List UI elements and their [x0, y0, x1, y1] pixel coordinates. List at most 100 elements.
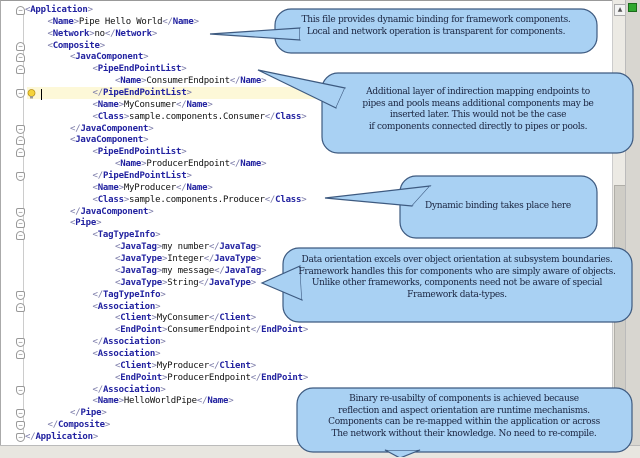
- fold-collapse-icon[interactable]: −: [16, 53, 25, 63]
- code-line[interactable]: <Name>HelloWorldPipe</Name>: [93, 395, 234, 407]
- xml-bracket: >: [148, 206, 154, 217]
- xml-tag-name: Composite: [52, 40, 100, 51]
- code-line[interactable]: <JavaTag>my message</JavaTag>: [115, 265, 267, 277]
- xml-bracket: </: [264, 111, 276, 122]
- code-line[interactable]: </Application>: [25, 431, 98, 443]
- fold-collapse-icon[interactable]: −: [16, 302, 25, 312]
- xml-bracket: <: [92, 348, 98, 359]
- code-line[interactable]: <Class>sample.components.Producer</Class…: [93, 194, 307, 206]
- xml-tag-name: Name: [120, 159, 142, 170]
- xml-bracket: <: [115, 313, 121, 324]
- xml-tag-name: EndPoint: [261, 372, 303, 383]
- code-line[interactable]: <JavaTag>my number</JavaTag>: [115, 241, 261, 253]
- code-line[interactable]: <Application>: [25, 4, 93, 16]
- code-line[interactable]: </Pipe>: [70, 407, 107, 419]
- code-line[interactable]: </Association>: [93, 384, 166, 396]
- code-line[interactable]: <JavaType>Integer</JavaType>: [115, 253, 261, 265]
- code-line[interactable]: <Composite>: [48, 40, 106, 52]
- fold-collapse-icon[interactable]: −: [16, 41, 25, 51]
- fold-collapse-icon[interactable]: −: [16, 148, 25, 158]
- code-line[interactable]: <Client>MyProducer</Client>: [115, 360, 256, 372]
- xml-tag-name: Association: [102, 384, 161, 395]
- code-line[interactable]: <Association>: [93, 348, 161, 360]
- xml-bracket: <: [92, 111, 98, 122]
- code-line[interactable]: </Association>: [93, 336, 166, 348]
- code-line[interactable]: </JavaComponent>: [70, 123, 154, 135]
- xml-bracket: </: [208, 242, 220, 253]
- xml-bracket: >: [101, 408, 107, 419]
- fold-collapse-icon[interactable]: −: [16, 65, 25, 75]
- fold-collapse-icon[interactable]: −: [16, 231, 25, 241]
- code-line[interactable]: <PipeEndPointList>: [93, 63, 187, 75]
- fold-end-icon[interactable]: −: [16, 124, 25, 134]
- xml-bracket: >: [161, 325, 168, 336]
- callout-bubble: [260, 247, 633, 323]
- fold-end-icon[interactable]: −: [16, 89, 25, 99]
- fold-end-icon[interactable]: −: [16, 421, 25, 431]
- xml-bracket: >: [141, 159, 147, 170]
- code-line[interactable]: <PipeEndPointList>: [93, 146, 187, 158]
- xml-bracket: <: [115, 242, 121, 253]
- fold-end-icon[interactable]: −: [16, 338, 25, 348]
- callout-text: Binary re-usabilty of components is achi…: [328, 394, 600, 440]
- xml-bracket: >: [255, 254, 262, 265]
- callout-line: Binary re-usabilty of components is achi…: [349, 394, 579, 404]
- xml-bracket: >: [250, 313, 256, 324]
- xml-bracket: >: [89, 28, 95, 39]
- xml-text-value: MyProducer: [123, 182, 176, 193]
- fold-collapse-icon[interactable]: −: [16, 349, 25, 359]
- code-line[interactable]: <Class>sample.components.Consumer</Class…: [93, 111, 307, 123]
- xml-tag-name: Name: [240, 159, 262, 170]
- xml-bracket: <: [115, 265, 121, 276]
- xml-bracket: <: [92, 301, 98, 312]
- code-line[interactable]: <Network>no</Network>: [48, 28, 158, 40]
- fold-end-icon[interactable]: −: [16, 432, 25, 442]
- xml-bracket: >: [186, 88, 192, 99]
- code-line[interactable]: </PipeEndPointList>: [93, 87, 192, 99]
- lightbulb-hint-icon[interactable]: [27, 89, 36, 99]
- xml-bracket: </: [104, 28, 116, 39]
- fold-end-icon[interactable]: −: [16, 290, 25, 300]
- xml-bracket: >: [302, 372, 309, 383]
- code-line[interactable]: </Composite>: [48, 419, 111, 431]
- code-line[interactable]: <JavaComponent>: [70, 51, 148, 63]
- code-line[interactable]: <Client>MyConsumer</Client>: [115, 312, 256, 324]
- xml-text-value: no: [94, 28, 105, 39]
- code-line[interactable]: <JavaComponent>: [70, 134, 148, 146]
- fold-collapse-icon[interactable]: −: [16, 219, 25, 229]
- callout-line: Local and network operation is transpare…: [306, 26, 566, 37]
- code-line[interactable]: <Name>ProducerEndpoint</Name>: [115, 158, 267, 170]
- code-line[interactable]: </PipeEndPointList>: [93, 170, 192, 182]
- xml-tag-name: JavaType: [208, 277, 251, 288]
- callout-text: Data orientation excels over object orie…: [298, 255, 615, 301]
- fold-end-icon[interactable]: −: [16, 385, 25, 395]
- code-line[interactable]: <Association>: [93, 301, 161, 313]
- fold-end-icon[interactable]: −: [16, 409, 25, 419]
- callout-bubble: [209, 8, 598, 54]
- xml-tag-name: JavaTag: [120, 265, 157, 276]
- xml-bracket: </: [92, 88, 104, 99]
- code-line[interactable]: <EndPoint>ConsumerEndpoint</EndPoint>: [115, 324, 308, 336]
- code-line[interactable]: <TagTypeInfo>: [93, 229, 161, 241]
- xml-tag-name: JavaType: [120, 277, 162, 288]
- xml-bracket: >: [228, 396, 234, 407]
- callout-line: inserted later. This would not be the ca…: [389, 110, 567, 120]
- xml-bracket: </: [70, 206, 81, 217]
- code-line[interactable]: <JavaType>String</JavaType>: [115, 277, 256, 289]
- code-line[interactable]: <Pipe>: [70, 217, 102, 229]
- code-line[interactable]: <Name>MyConsumer</Name>: [93, 99, 213, 111]
- code-line[interactable]: <Name>MyProducer</Name>: [93, 182, 213, 194]
- code-line[interactable]: </TagTypeInfo>: [93, 289, 166, 301]
- xml-bracket: >: [143, 52, 149, 63]
- fold-end-icon[interactable]: −: [16, 172, 25, 182]
- fold-collapse-icon[interactable]: −: [16, 6, 25, 15]
- fold-end-icon[interactable]: −: [16, 207, 25, 217]
- code-line[interactable]: <Name>Pipe Hello World</Name>: [48, 16, 200, 28]
- xml-bracket: >: [118, 396, 124, 407]
- code-line[interactable]: <EndPoint>ProducerEndpoint</EndPoint>: [115, 372, 308, 384]
- xml-bracket: >: [181, 147, 187, 158]
- fold-collapse-icon[interactable]: −: [16, 136, 25, 146]
- xml-bracket: <: [92, 147, 98, 158]
- code-line[interactable]: </JavaComponent>: [70, 206, 154, 218]
- code-line[interactable]: <Name>ConsumerEndpoint</Name>: [115, 75, 267, 87]
